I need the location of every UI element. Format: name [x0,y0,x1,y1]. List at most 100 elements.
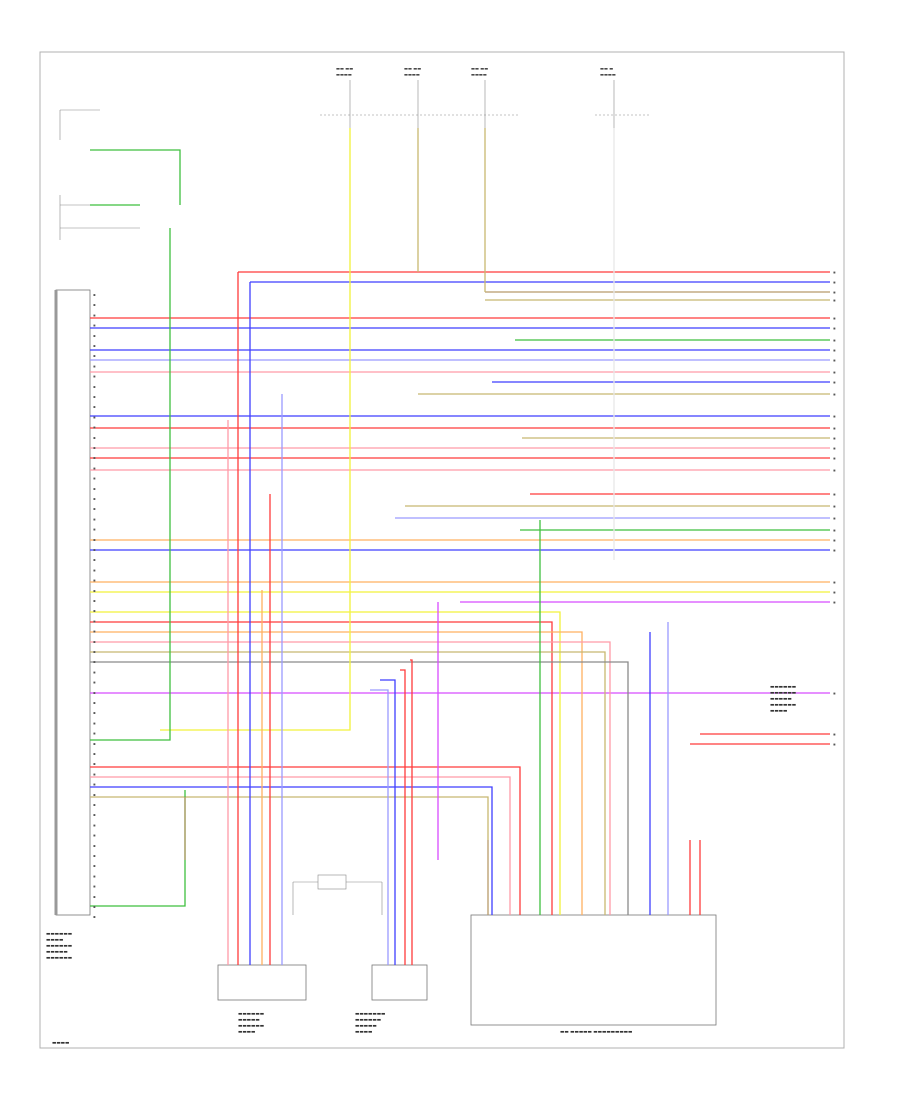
svg-text:▬▬▬▬▬: ▬▬▬▬▬ [46,950,68,955]
connector-pin-label: ▪ [93,894,96,899]
connector-pin-label: ▪ [93,598,96,603]
wire-tag: ▪ [833,548,836,553]
svg-text:▬▬▬▬: ▬▬▬▬ [46,938,63,943]
connector-pin-label: ▪ [93,792,96,797]
wire-tag: ▪ [833,446,836,451]
connector-pin-label: ▪ [93,527,96,532]
wire-tag: ▪ [833,338,836,343]
wire-tag: ▪ [833,691,836,696]
wire-tag: ▪ [833,414,836,419]
connector-pin-label: ▪ [93,659,96,664]
dropped-wire [90,766,521,840]
wire-tag: ▪ [833,600,836,605]
svg-text:▬▬▬▬▬▬: ▬▬▬▬▬▬ [46,944,72,949]
svg-text:▬▬▬▬▬▬: ▬▬▬▬▬▬ [355,1018,381,1023]
svg-text:▬▬▬▬: ▬▬▬▬ [355,1030,372,1035]
dropped-wire [90,641,611,840]
wire-tag: ▪ [833,348,836,353]
svg-text:▬▬ ▬▬: ▬▬ ▬▬ [471,66,488,71]
fuse-feed-yellow [160,128,351,731]
svg-text:▬▬▬▬▬▬▬: ▬▬▬▬▬▬▬ [355,1012,385,1017]
connector-pin-label: ▪ [93,731,96,736]
connector-pin-label: ▪ [93,863,96,868]
wire-tag: ▪ [833,298,836,303]
wire-tag: ▪ [833,370,836,375]
connector-pin-label: ▪ [93,608,96,613]
connector-pin-label: ▪ [93,741,96,746]
connector-pin-label: ▪ [93,700,96,705]
connector-pin-label: ▪ [93,802,96,807]
wire-tag: ▪ [833,456,836,461]
connector-pin-label: ▪ [93,578,96,583]
captions: ▬▬▬▬▬▬ ▬▬▬▬ ▬▬▬▬▬▬ ▬▬▬▬▬ ▬▬▬▬▬▬ ▬▬▬▬▬▬ ▬… [46,685,796,1046]
vertical-blue-2 [380,679,396,965]
vertical-red-4 [410,659,413,965]
connector-pin-label: ▪ [93,761,96,766]
connector-pin-label: ▪ [93,873,96,878]
connector-pin-label: ▪ [93,588,96,593]
connector-pin-label: ▪ [93,618,96,623]
connector-pin-label: ▪ [93,649,96,654]
connector-pin-label: ▪ [93,425,96,430]
connector-pin-label: ▪ [93,516,96,521]
svg-text:▬▬▬▬▬▬: ▬▬▬▬▬▬ [46,932,72,937]
connector-pin-label: ▪ [93,639,96,644]
wire-tag: ▪ [833,326,836,331]
resistor-component [292,874,383,915]
connector-pin-label: ▪ [93,394,96,399]
connector-pin-label: ▪ [93,333,96,338]
svg-text:▬▬ ▬▬▬▬▬ ▬▬▬▬▬▬▬▬▬: ▬▬ ▬▬▬▬▬ ▬▬▬▬▬▬▬▬▬ [560,1030,632,1035]
wire-tags: ▪▪▪▪▪▪▪▪▪▪▪▪▪▪▪▪▪▪▪▪▪▪▪▪▪▪▪▪▪▪ [833,270,836,747]
svg-text:▬▬▬▬▬▬: ▬▬▬▬▬▬ [46,956,72,961]
dropped-wire [90,611,561,840]
dropped-wire [90,796,489,840]
connector-pin-label: ▪ [93,833,96,838]
wire-harness [90,128,830,965]
connector-pin-label: ▪ [93,445,96,450]
connector-pin-label: ▪ [93,782,96,787]
connector-pin-label: ▪ [93,751,96,756]
svg-text:▬▬▬▬▬▬: ▬▬▬▬▬▬ [238,1024,264,1029]
connector-pin-label: ▪ [93,476,96,481]
wire-tag: ▪ [833,580,836,585]
wire-tag: ▪ [833,468,836,473]
connector-pin-label: ▪ [93,690,96,695]
connector-pin-label: ▪ [93,557,96,562]
svg-text:▬▬▬▬▬: ▬▬▬▬▬ [238,1018,260,1023]
connector-pin-label: ▪ [93,343,96,348]
sensor-box-right [371,964,428,1001]
dropped-wire [90,786,493,840]
connector-pin-label: ▪ [93,384,96,389]
connector-pin-label: ▪ [93,853,96,858]
svg-text:▬▬▬▬▬▬: ▬▬▬▬▬▬ [770,703,796,708]
svg-text:▬▬▬▬: ▬▬▬▬ [336,72,352,77]
svg-text:▬▬ ▬: ▬▬ ▬ [600,66,613,71]
wire-tag: ▪ [833,436,836,441]
diagram-frame [39,51,845,1049]
tcm-connector [54,289,91,916]
wire-tag: ▪ [833,380,836,385]
svg-text:▬▬▬▬: ▬▬▬▬ [471,72,487,77]
svg-text:▬▬▬▬: ▬▬▬▬ [52,1041,69,1046]
wire-tag: ▪ [833,516,836,521]
connector-pin-label: ▪ [93,465,96,470]
connector-pin-label: ▪ [93,292,96,297]
connector-pin-label: ▪ [93,547,96,552]
connector-pin-label: ▪ [93,506,96,511]
connector-pin-label: ▪ [93,710,96,715]
connector-pin-label: ▪ [93,353,96,358]
dropped-wire [90,776,511,840]
connector-pin-label: ▪ [93,629,96,634]
wire-tag: ▪ [833,504,836,509]
wire-tag: ▪ [833,426,836,431]
connector-pin-label: ▪ [93,812,96,817]
sensor-box-left [217,964,307,1001]
connector-pin-label: ▪ [93,720,96,725]
relay-green-1 [90,149,181,205]
svg-text:▬▬▬▬▬▬: ▬▬▬▬▬▬ [770,691,796,696]
svg-text:▬▬▬▬: ▬▬▬▬ [600,72,616,77]
relay-green-3 [90,228,171,741]
connector-pin-label: ▪ [93,323,96,328]
wire-tag: ▪ [833,316,836,321]
